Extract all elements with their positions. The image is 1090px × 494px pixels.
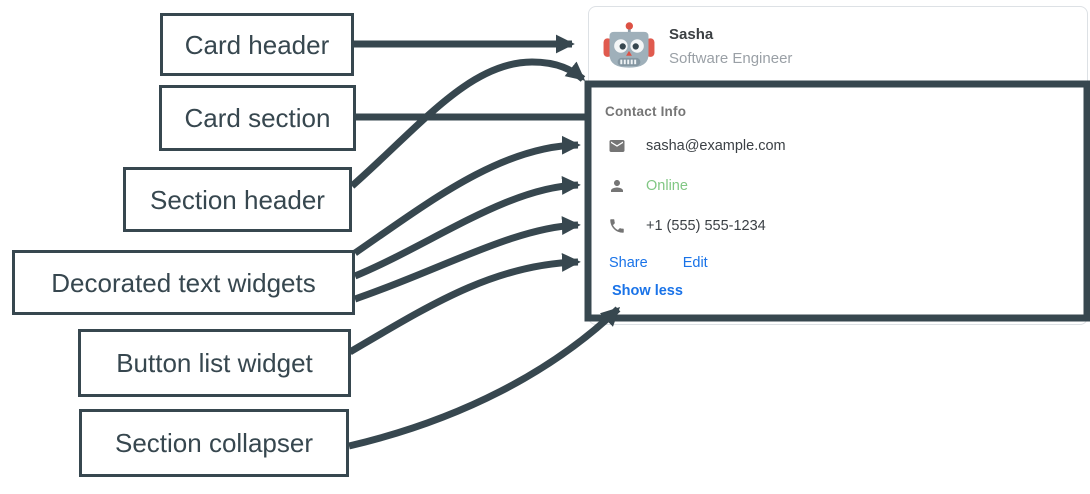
arrow-decorated-status bbox=[353, 176, 581, 280]
section-collapser-button[interactable]: Show less bbox=[612, 283, 683, 299]
button-list: Share Edit bbox=[609, 255, 708, 271]
callout-card-section: Card section bbox=[159, 85, 356, 151]
phone-text: +1 (555) 555-1234 bbox=[646, 218, 766, 234]
arrow-decorated-email bbox=[353, 135, 581, 256]
email-text: sasha@example.com bbox=[646, 138, 786, 154]
robot-avatar-icon bbox=[603, 22, 655, 68]
decorated-text-phone: +1 (555) 555-1234 bbox=[608, 217, 766, 235]
email-icon bbox=[609, 140, 625, 152]
arrow-section-header bbox=[349, 58, 586, 189]
person-name: Sasha bbox=[669, 25, 714, 43]
share-button[interactable]: Share bbox=[609, 255, 648, 271]
section-header: Contact Info bbox=[605, 104, 687, 119]
profile-card: Sasha Software Engineer Contact Info sas… bbox=[588, 6, 1088, 325]
callout-section-collapser: Section collapser bbox=[79, 409, 349, 477]
arrow-button-row-upper bbox=[353, 216, 581, 303]
person-role: Software Engineer bbox=[669, 49, 793, 67]
status-text: Online bbox=[646, 178, 688, 194]
card-header: Sasha Software Engineer bbox=[589, 7, 1087, 85]
callout-card-header: Card header bbox=[160, 13, 354, 76]
callout-decorated-text-widgets: Decorated text widgets bbox=[12, 250, 355, 315]
phone-icon bbox=[610, 219, 624, 233]
callout-section-header: Section header bbox=[123, 167, 352, 232]
arrow-section-collapser bbox=[348, 306, 621, 450]
edit-button[interactable]: Edit bbox=[682, 255, 708, 271]
decorated-text-email: sasha@example.com bbox=[608, 137, 786, 155]
callout-button-list-widget: Button list widget bbox=[78, 329, 351, 397]
decorated-text-status: Online bbox=[608, 177, 688, 195]
card-header-text: Sasha Software Engineer bbox=[669, 26, 792, 67]
arrow-button-list bbox=[348, 252, 581, 356]
person-icon bbox=[611, 180, 623, 192]
